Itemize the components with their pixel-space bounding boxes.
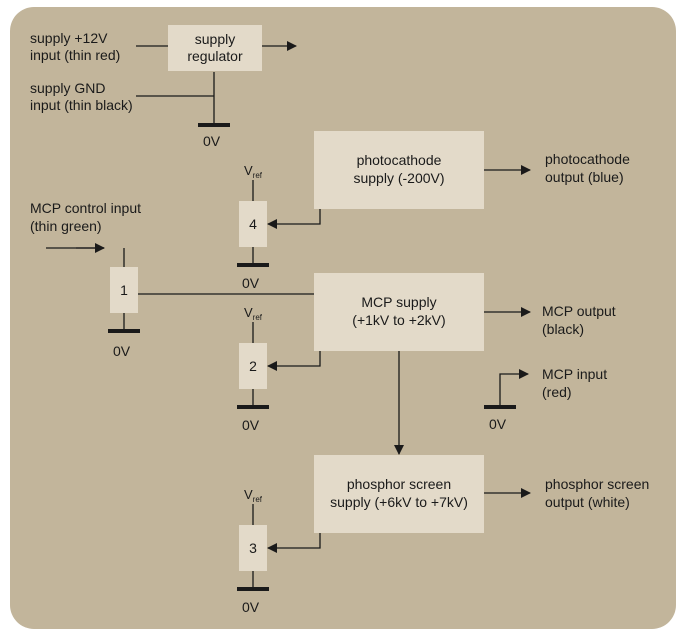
pot3-ground-symbol	[237, 587, 269, 591]
phosphor-output-label-2: output (white)	[545, 494, 630, 510]
vref-sub: ref	[253, 313, 263, 322]
phosphor-label-2: supply (+6kV to +7kV)	[330, 494, 468, 510]
mcp-supply-label-2: (+1kV to +2kV)	[352, 312, 445, 328]
mcp-supply-label-1: MCP supply	[361, 294, 436, 310]
photocathode-label-1: photocathode	[357, 152, 442, 168]
mcp-output-label-2: (black)	[542, 321, 584, 337]
mcp-input-ground-label: 0V	[489, 416, 507, 432]
supply-gnd-label-1: supply GND	[30, 80, 105, 96]
mcp-control-label-1: MCP control input	[30, 200, 141, 216]
potentiometer-1	[110, 267, 138, 313]
potentiometer-2-number: 2	[249, 358, 257, 374]
potentiometer-1-number: 1	[120, 282, 128, 298]
supply-gnd-label-2: input (thin black)	[30, 97, 133, 113]
regulator-ground-symbol	[198, 123, 230, 127]
mcp-control-label-2: (thin green)	[30, 218, 102, 234]
potentiometer-3	[239, 525, 267, 571]
photocathode-output-label-2: output (blue)	[545, 169, 624, 185]
potentiometer-4	[239, 201, 267, 247]
pot4-vref-label: Vref	[244, 163, 263, 180]
photocathode-label-2: supply (-200V)	[353, 170, 444, 186]
pot2-ground-symbol	[237, 405, 269, 409]
phosphor-output-label-1: phosphor screen	[545, 476, 649, 492]
potentiometer-4-number: 4	[249, 216, 257, 232]
mcp-trim-wire	[267, 350, 321, 371]
regulator-label-2: regulator	[187, 48, 243, 64]
phosphor-label-1: phosphor screen	[347, 476, 451, 492]
photocathode-trim-wire	[267, 208, 321, 229]
potentiometer-2	[239, 343, 267, 389]
pot4-ground-symbol	[237, 263, 269, 267]
potentiometer-3-number: 3	[249, 540, 257, 556]
photocathode-block	[314, 131, 484, 209]
mcp-supply-block	[314, 273, 484, 351]
regulator-block	[168, 25, 262, 71]
pot1-ground-symbol	[108, 329, 140, 333]
pot3-vref-label: Vref	[244, 487, 263, 504]
pot1-ground-label: 0V	[113, 343, 131, 359]
vref-main: V	[244, 487, 253, 502]
mcp-output-label-1: MCP output	[542, 303, 616, 319]
mcp-input-ground-symbol	[484, 405, 516, 409]
phosphor-trim-wire	[267, 532, 321, 553]
pot2-ground-label: 0V	[242, 417, 260, 433]
phosphor-block	[314, 455, 484, 533]
mcp-input-wire	[499, 369, 529, 406]
vref-main: V	[244, 305, 253, 320]
photocathode-output-label-1: photocathode	[545, 151, 630, 167]
supply-12v-label-2: input (thin red)	[30, 47, 120, 63]
vref-sub: ref	[253, 495, 263, 504]
mcp-input-label-1: MCP input	[542, 366, 607, 382]
regulator-ground-label: 0V	[203, 133, 221, 149]
vref-main: V	[244, 163, 253, 178]
pot4-ground-label: 0V	[242, 275, 260, 291]
regulator-label-1: supply	[195, 31, 235, 47]
pot2-vref-label: Vref	[244, 305, 263, 322]
vref-sub: ref	[253, 171, 263, 180]
pot3-ground-label: 0V	[242, 599, 260, 615]
supply-12v-label-1: supply +12V	[30, 30, 108, 46]
mcp-input-label-2: (red)	[542, 384, 572, 400]
